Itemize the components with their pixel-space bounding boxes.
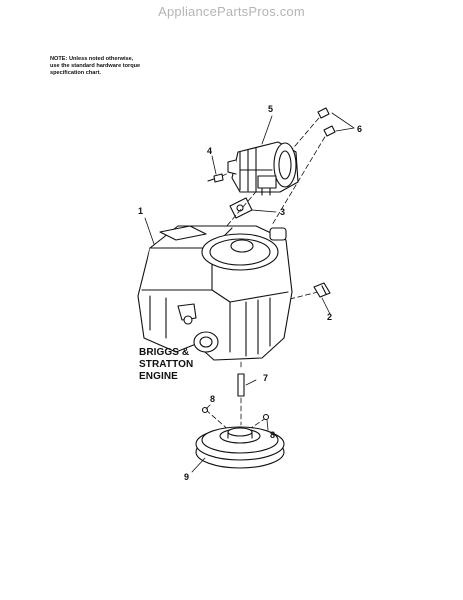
- set-screw-parts: [201, 406, 270, 421]
- bolt-part: [207, 173, 224, 183]
- pulley-part: [195, 426, 285, 469]
- key-part: [237, 373, 245, 397]
- callout-leaders: [144, 112, 355, 473]
- callout-3: 3: [280, 207, 286, 217]
- callout-9: 9: [184, 472, 190, 482]
- callout-7: 7: [263, 373, 269, 383]
- site-watermark: AppliancePartsPros.com: [158, 4, 305, 19]
- note-line-1: NOTE: Unless noted otherwise,: [50, 56, 134, 62]
- engine-label-line-1: BRIGGS &: [139, 347, 190, 358]
- callout-8-left: 8: [210, 394, 216, 404]
- note-line-3: specification chart.: [50, 70, 101, 76]
- gasket-part: [229, 197, 253, 219]
- note-line-2: use the standard hardware torque: [50, 63, 141, 69]
- engine-label: BRIGGS & STRATTON ENGINE: [139, 347, 193, 383]
- callout-2: 2: [327, 312, 333, 322]
- callout-5: 5: [268, 104, 274, 114]
- engine-part: [137, 225, 293, 361]
- callout-1: 1: [138, 206, 144, 216]
- callout-4: 4: [207, 146, 213, 156]
- callout-8-right: 8: [270, 430, 276, 440]
- torque-note: NOTE: Unless noted otherwise, use the st…: [50, 56, 200, 77]
- muffler-part: [227, 141, 299, 196]
- engine-label-line-2: STRATTON: [139, 359, 194, 370]
- callout-6: 6: [357, 124, 363, 134]
- stud-parts: [317, 107, 336, 137]
- engine-label-line-3: ENGINE: [139, 371, 178, 382]
- fitting-part: [313, 282, 331, 298]
